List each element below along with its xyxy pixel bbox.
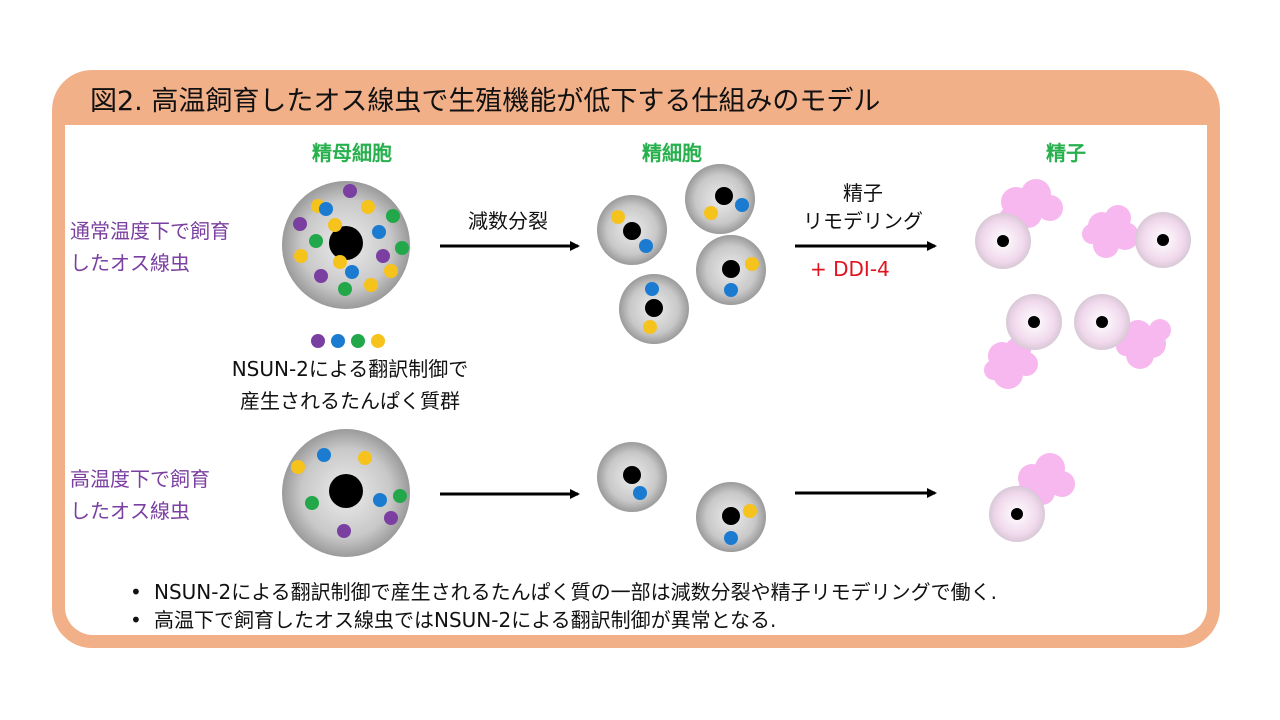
note-item: • NSUN-2による翻訳制御で産生されるたんぱく質の一部は減数分裂や精子リモデリ… bbox=[130, 578, 1200, 606]
meiosis-label: 減数分裂 bbox=[468, 209, 548, 233]
spermatid-high-2 bbox=[696, 482, 766, 552]
bullet-icon: • bbox=[130, 580, 142, 604]
spermatocyte-high bbox=[282, 429, 410, 557]
sperm-normal-2 bbox=[1082, 205, 1191, 268]
stage-label-spermatocyte: 精母細胞 bbox=[312, 141, 392, 165]
spermatocyte-normal bbox=[282, 181, 410, 309]
notes-list: • NSUN-2による翻訳制御で産生されるたんぱく質の一部は減数分裂や精子リモデリ… bbox=[130, 578, 1200, 634]
remodeling-label-line1: 精子 bbox=[843, 181, 883, 205]
remodeling-label-line2: リモデリング bbox=[803, 209, 923, 233]
condition-high-line1: 高温度下で飼育 bbox=[70, 467, 210, 491]
legend-label-line1: NSUN-2による翻訳制御で bbox=[232, 357, 469, 381]
stage-label-sperm: 精子 bbox=[1046, 141, 1086, 165]
spermatid-normal-2 bbox=[685, 164, 755, 234]
bullet-icon: • bbox=[130, 608, 142, 632]
spermatid-normal-1 bbox=[597, 195, 667, 265]
stage-label-spermatid: 精細胞 bbox=[642, 141, 702, 165]
ddi-label: + DDI-4 bbox=[810, 257, 890, 281]
condition-high-line2: したオス線虫 bbox=[70, 499, 190, 523]
sperm-normal-3 bbox=[984, 294, 1062, 389]
spermatid-normal-4 bbox=[619, 274, 689, 344]
condition-normal-line2: したオス線虫 bbox=[70, 251, 190, 275]
sperm-high-1 bbox=[989, 453, 1075, 542]
condition-normal-line1: 通常温度下で飼育 bbox=[70, 219, 230, 243]
spermatid-high-1 bbox=[597, 442, 667, 512]
note-item: • 高温下で飼育したオス線虫ではNSUN-2による翻訳制御が異常となる. bbox=[130, 606, 1200, 634]
protein-legend-dots bbox=[311, 334, 385, 348]
figure-title: 図2. 高温飼育したオス線虫で生殖機能が低下する仕組みのモデル bbox=[90, 86, 881, 117]
sperm-normal-4 bbox=[1074, 294, 1171, 369]
note-text: NSUN-2による翻訳制御で産生されるたんぱく質の一部は減数分裂や精子リモデリン… bbox=[154, 580, 997, 604]
sperm-normal-1 bbox=[975, 179, 1063, 269]
legend-label-line2: 産生されるたんぱく質群 bbox=[240, 389, 460, 413]
note-text: 高温下で飼育したオス線虫ではNSUN-2による翻訳制御が異常となる. bbox=[154, 608, 777, 632]
spermatid-normal-3 bbox=[696, 235, 766, 305]
